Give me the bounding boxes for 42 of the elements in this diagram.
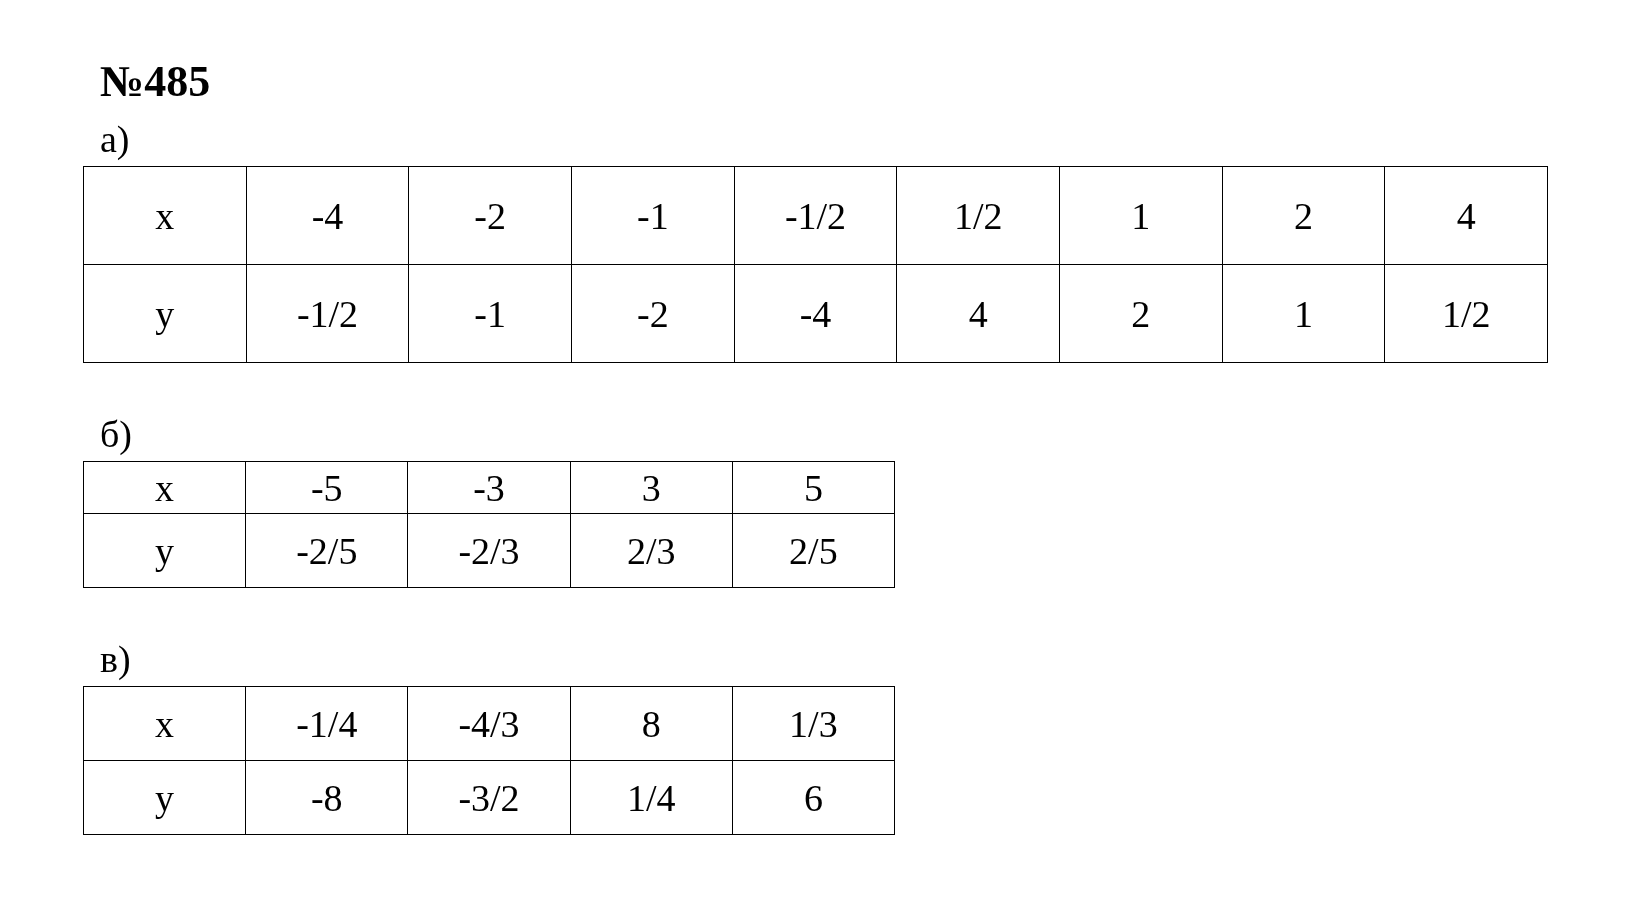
table-cell: -3/2 xyxy=(408,761,571,835)
table-cell: 5 xyxy=(732,462,895,514)
table-cell: 8 xyxy=(570,687,733,761)
table-cell: -8 xyxy=(246,761,409,835)
table-cell: -1 xyxy=(409,265,572,363)
table-cell: -2/5 xyxy=(246,514,409,588)
table-cell: 2 xyxy=(1060,265,1223,363)
table-cell: -5 xyxy=(246,462,409,514)
table-cell: 1/3 xyxy=(732,687,895,761)
table-cell: 3 xyxy=(570,462,733,514)
table-cell: -1/2 xyxy=(246,265,410,363)
table-cell: 2/5 xyxy=(732,514,895,588)
table-cell: 2/3 xyxy=(570,514,733,588)
table-cell: x xyxy=(84,167,247,265)
table-cell: -4 xyxy=(246,167,410,265)
table-cell: -2 xyxy=(572,265,735,363)
table-cell: y xyxy=(84,761,247,835)
section-label: а) xyxy=(100,120,130,158)
table-cell: -2/3 xyxy=(408,514,571,588)
table-cell: x xyxy=(84,687,247,761)
table-cell: -4 xyxy=(734,265,898,363)
table-cell: -1 xyxy=(572,167,735,265)
table-cell: 1 xyxy=(1222,265,1386,363)
table-cell: -3 xyxy=(408,462,571,514)
table-cell: 1 xyxy=(1060,167,1223,265)
table-cell: -2 xyxy=(409,167,572,265)
table-cell: 2 xyxy=(1222,167,1386,265)
section-label: в) xyxy=(100,640,131,678)
table-cell: y xyxy=(84,514,247,588)
table-cell: y xyxy=(84,265,247,363)
table-cell: 4 xyxy=(1385,167,1548,265)
table-cell: 1/4 xyxy=(570,761,733,835)
table-cell: 4 xyxy=(897,265,1060,363)
table-cell: 6 xyxy=(732,761,895,835)
table-cell: -1/2 xyxy=(734,167,898,265)
table-cell: -4/3 xyxy=(408,687,571,761)
table-cell: 1/2 xyxy=(1385,265,1548,363)
problem-number: №485 xyxy=(100,60,211,104)
section-label: б) xyxy=(100,415,132,453)
table-cell: -1/4 xyxy=(246,687,409,761)
table-cell: x xyxy=(84,462,247,514)
table-cell: 1/2 xyxy=(897,167,1060,265)
